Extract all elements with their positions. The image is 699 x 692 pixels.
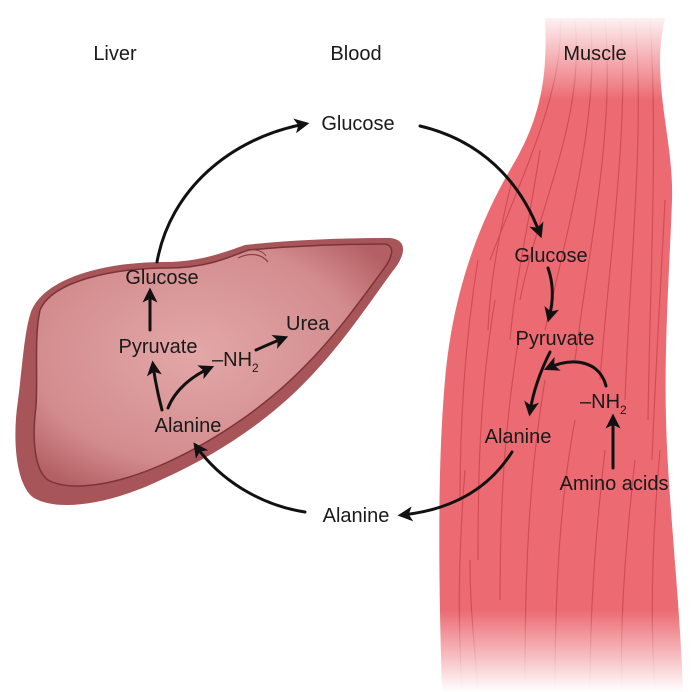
muscle-illustration	[430, 10, 690, 692]
liver-nh2-label: –NH2	[212, 349, 259, 375]
muscle-pyruvate-label: Pyruvate	[516, 328, 595, 350]
liver-glucose-label: Glucose	[125, 267, 198, 289]
arrow-muscle-nh2-to-pyruvate	[543, 356, 608, 388]
muscle-glucose-label: Glucose	[514, 245, 587, 267]
blood-alanine-label: Alanine	[323, 505, 390, 527]
liver-body	[33, 243, 393, 487]
liver-illustration	[15, 238, 404, 506]
liver-nh2-subscript: 2	[252, 361, 259, 375]
arrow-muscle-alanine-to-blood-alanine	[397, 450, 514, 522]
arrows	[142, 118, 621, 522]
liver-notch	[237, 253, 269, 263]
arrow-blood-alanine-to-liver-alanine	[193, 442, 307, 514]
muscle-nh2-text: –NH	[580, 391, 620, 413]
header-blood: Blood	[330, 43, 381, 65]
liver-nh2-text: –NH	[212, 349, 252, 371]
arrow-liver-alanine-to-nh2	[166, 365, 215, 410]
header-liver: Liver	[93, 43, 137, 65]
liver-alanine-label: Alanine	[155, 415, 222, 437]
muscle-alanine-label: Alanine	[485, 426, 552, 448]
arrow-liver-nh2-to-urea	[254, 334, 289, 352]
arrow-muscle-glucose-to-pyruvate	[544, 266, 559, 323]
header-muscle: Muscle	[563, 43, 626, 65]
blood-glucose-label: Glucose	[321, 113, 394, 135]
muscle-nh2-label: –NH2	[580, 391, 627, 417]
muscle-nh2-subscript: 2	[620, 403, 627, 417]
arrow-liver-glucose-to-blood-glucose	[155, 118, 310, 264]
muscle-body	[439, 18, 683, 692]
muscle-fade-bottom	[430, 610, 690, 692]
liver-pyruvate-label: Pyruvate	[119, 336, 198, 358]
liver-urea-label: Urea	[286, 313, 330, 335]
arrow-blood-glucose-to-muscle-glucose	[418, 124, 544, 239]
muscle-amino-acids-label: Amino acids	[560, 473, 669, 495]
arrow-liver-alanine-to-pyruvate	[146, 360, 164, 412]
liver-notch-2	[243, 249, 267, 257]
muscle-fade-top	[430, 10, 690, 100]
